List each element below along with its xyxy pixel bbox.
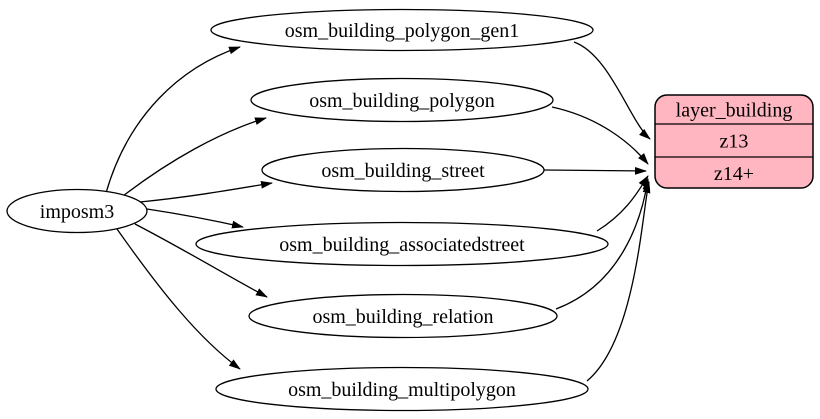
edge-relation-to-z14 [555, 178, 651, 310]
edge-street-to-z14 [543, 166, 647, 175]
node-osm-building-street-label: osm_building_street [321, 160, 485, 182]
node-osm-building-associatedstreet: osm_building_associatedstreet [195, 221, 609, 267]
node-osm-building-relation-label: osm_building_relation [312, 306, 493, 328]
edge-imposm3-to-polygon-gen1 [105, 46, 241, 194]
layer-building-row-z14: z14+ [714, 163, 754, 185]
node-osm-building-multipolygon: osm_building_multipolygon [215, 366, 589, 412]
edge-imposm3-to-relation [134, 223, 268, 298]
edge-polygon-gen1-to-z13 [573, 41, 651, 140]
node-osm-building-multipolygon-label: osm_building_multipolygon [288, 379, 516, 401]
node-osm-building-polygon: osm_building_polygon [250, 77, 554, 123]
edge-imposm3-to-associatedstreet [146, 208, 244, 229]
node-osm-building-street: osm_building_street [261, 147, 545, 193]
node-imposm3: imposm3 [6, 188, 148, 234]
layer-building-box [654, 94, 814, 189]
edge-imposm3-to-multipolygon [116, 228, 241, 370]
node-osm-building-associatedstreet-label: osm_building_associatedstreet [279, 234, 525, 256]
node-osm-building-relation: osm_building_relation [248, 293, 558, 339]
edge-imposm3-to-polygon [122, 117, 267, 197]
edge-group [105, 41, 651, 382]
node-osm-building-polygon-gen1-label: osm_building_polygon_gen1 [285, 20, 519, 42]
node-imposm3-label: imposm3 [40, 201, 114, 223]
edge-multipolygon-to-z14 [586, 181, 651, 382]
edge-associatedstreet-to-z14 [596, 175, 649, 232]
node-osm-building-polygon-gen1: osm_building_polygon_gen1 [210, 8, 594, 52]
edge-polygon-to-z14 [551, 106, 649, 165]
edge-imposm3-to-street [139, 180, 273, 203]
layer-building-title: layer_building [676, 100, 793, 122]
node-layer-building: layer_building z13 z14+ [654, 94, 814, 189]
node-osm-building-polygon-label: osm_building_polygon [309, 90, 495, 112]
layer-building-row-z13: z13 [720, 131, 749, 153]
